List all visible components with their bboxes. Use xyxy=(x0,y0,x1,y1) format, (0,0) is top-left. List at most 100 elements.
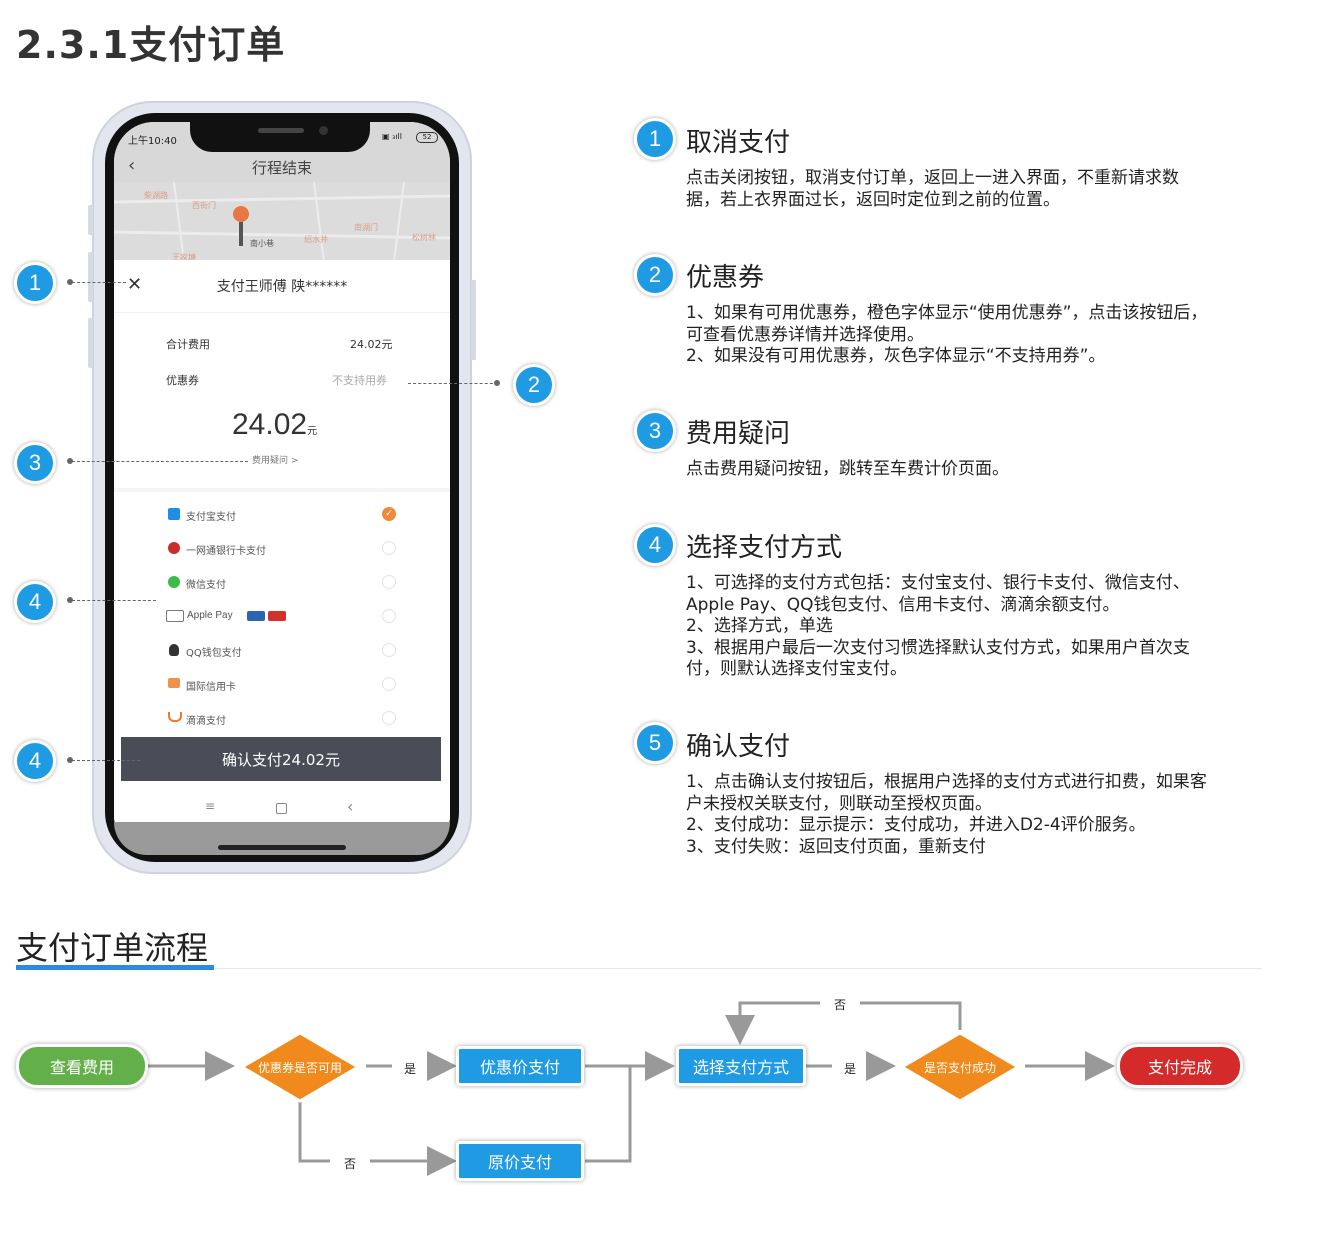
leader-line xyxy=(72,461,248,462)
callout-2: 2 xyxy=(513,364,555,406)
section-2-body: 1、如果有可用优惠券，橙色字体显示“使用优惠券”，点击该按钮后， 可查看优惠券详… xyxy=(686,303,1256,368)
didi-icon xyxy=(168,712,182,722)
flow-end-node: 支付完成 xyxy=(1117,1044,1243,1088)
check-icon[interactable]: ✓ xyxy=(382,507,396,521)
divider xyxy=(114,488,450,492)
section-line: 2、支付成功：显示提示：支付成功，并进入D2-4评价服务。 xyxy=(686,815,1146,835)
battery-icon: 52 xyxy=(416,132,438,143)
flow-start-node: 查看费用 xyxy=(16,1044,148,1088)
apple-pay-icon xyxy=(166,610,184,622)
leader-dot xyxy=(67,757,73,763)
map-label: 西街门 xyxy=(192,201,216,210)
payee-title: 支付王师傅 陕****** xyxy=(216,279,348,295)
back-icon[interactable]: ‹ xyxy=(347,797,354,816)
payment-method-applepay[interactable]: Apple Pay xyxy=(187,610,233,621)
map-label: 松树林 xyxy=(412,233,436,242)
flow-title-underline xyxy=(16,965,214,970)
flow-decision-success: 是否支付成功 xyxy=(900,1031,1020,1103)
flow-discount-pay-node: 优惠价支付 xyxy=(456,1046,584,1086)
payment-method-alipay[interactable]: 支付宝支付 xyxy=(186,512,236,523)
edge-label-no: 否 xyxy=(834,998,847,1012)
section-3-title: 费用疑问 xyxy=(686,419,791,449)
section-line: 点击费用疑问按钮，跳转至车费计价页面。 xyxy=(686,459,1009,479)
leader-line xyxy=(72,760,140,761)
section-5-body: 1、点击确认支付按钮后，根据用户选择的支付方式进行扣费，如果客 户未授权关联支付… xyxy=(686,772,1256,858)
callout-3: 3 xyxy=(14,442,56,484)
confirm-pay-button[interactable]: 确认支付24.02元 xyxy=(121,737,441,781)
map-label: 南湖门 xyxy=(354,223,378,232)
section-4-title: 选择支付方式 xyxy=(686,533,843,563)
section-2-badge: 2 xyxy=(634,254,676,296)
section-line: 1、如果有可用优惠券，橙色字体显示“使用优惠券”，点击该按钮后， xyxy=(686,303,1208,323)
section-line: 3、根据用户最后一次支付习惯选择默认支付方式，如果用户首次支 xyxy=(686,637,1190,658)
card-icon xyxy=(247,611,265,621)
back-arrow-icon[interactable]: ‹ xyxy=(128,155,136,176)
callout-4: 4 xyxy=(14,581,56,623)
menu-icon[interactable]: ≡ xyxy=(205,799,216,813)
card-icon xyxy=(268,611,286,621)
callout-4b: 4 xyxy=(14,740,56,782)
speaker xyxy=(258,128,304,133)
signal-icon: ▣ ₃ıll xyxy=(382,132,402,141)
payment-method-wechat[interactable]: 微信支付 xyxy=(186,580,226,591)
map-label: 绍水井 xyxy=(304,235,328,244)
edge-label-yes: 是 xyxy=(404,1062,417,1076)
radio-button[interactable] xyxy=(382,711,396,725)
section-1-body: 点击关闭按钮，取消支付订单，返回上一进入界面，不重新请求数 据，若上衣界面过长，… xyxy=(686,168,1256,211)
wechat-icon xyxy=(168,576,180,588)
section-4-badge: 4 xyxy=(634,524,676,566)
leader-dot xyxy=(67,597,73,603)
section-line: 据，若上衣界面过长，返回时定位到之前的位置。 xyxy=(686,189,1060,210)
section-line: 付，则默认选择支付宝支付。 xyxy=(686,659,907,679)
close-icon[interactable]: ✕ xyxy=(127,274,143,295)
section-5-title: 确认支付 xyxy=(686,732,791,762)
map-label: 南小巷 xyxy=(250,239,274,248)
flow-title: 支付订单流程 xyxy=(16,929,209,967)
diamond-shape xyxy=(900,1031,1020,1103)
radio-button[interactable] xyxy=(382,609,396,623)
payment-method-didi[interactable]: 滴滴支付 xyxy=(186,716,226,727)
pin-stem xyxy=(239,222,243,246)
section-1-title: 取消支付 xyxy=(686,128,791,158)
total-value: 24.02元 xyxy=(350,338,393,351)
section-line: 2、如果没有可用优惠券，灰色字体显示“不支持用券”。 xyxy=(686,346,1106,366)
alipay-icon xyxy=(168,508,180,520)
map-label: 王家塘 xyxy=(172,253,196,262)
coupon-value[interactable]: 不支持用券 xyxy=(332,374,387,387)
qq-icon xyxy=(169,644,179,656)
map: 柴湖路 西街门 南小巷 绍水井 南湖门 松树林 王家塘 xyxy=(114,182,450,262)
flow-decision-coupon: 优惠券是否可用 xyxy=(240,1031,360,1103)
nav-title: 行程结束 xyxy=(251,159,312,177)
flow-rule xyxy=(16,968,1262,969)
flow-connectors xyxy=(146,1001,1115,1176)
radio-button[interactable] xyxy=(382,677,396,691)
section-line: 2、选择方式，单选 xyxy=(686,616,833,636)
leader-line xyxy=(408,383,498,384)
diamond-shape xyxy=(240,1031,360,1103)
page-title: 2.3.1支付订单 xyxy=(16,23,286,67)
payment-method-qq[interactable]: QQ钱包支付 xyxy=(186,648,242,659)
credit-card-icon xyxy=(168,678,180,688)
radio-button[interactable] xyxy=(382,643,396,657)
bottom-shade xyxy=(114,822,450,855)
location-pin-icon xyxy=(233,206,249,222)
section-2-title: 优惠券 xyxy=(686,263,765,293)
map-label: 柴湖路 xyxy=(144,191,168,200)
radio-button[interactable] xyxy=(382,575,396,589)
home-icon[interactable] xyxy=(276,803,287,814)
amount-value: 24.02 xyxy=(232,408,308,441)
radio-button[interactable] xyxy=(382,541,396,555)
section-3-body: 点击费用疑问按钮，跳转至车费计价页面。 xyxy=(686,459,1256,481)
cmb-icon xyxy=(168,542,180,554)
total-label: 合计费用 xyxy=(166,338,210,351)
divider xyxy=(114,312,450,313)
camera xyxy=(319,126,328,135)
section-line: 1、点击确认支付按钮后，根据用户选择的支付方式进行扣费，如果客 xyxy=(686,772,1207,792)
phone-side-button xyxy=(88,318,93,368)
payment-method-cmb[interactable]: 一网通银行卡支付 xyxy=(186,546,266,557)
section-4-body: 1、可选择的支付方式包括：支付宝支付、银行卡支付、微信支付、 Apple Pay… xyxy=(686,573,1256,681)
map-roads xyxy=(114,182,450,262)
status-time: 上午10:40 xyxy=(128,136,177,147)
fee-question-link[interactable]: 费用疑问 > xyxy=(252,456,299,466)
payment-method-intl-card[interactable]: 国际信用卡 xyxy=(186,682,236,693)
